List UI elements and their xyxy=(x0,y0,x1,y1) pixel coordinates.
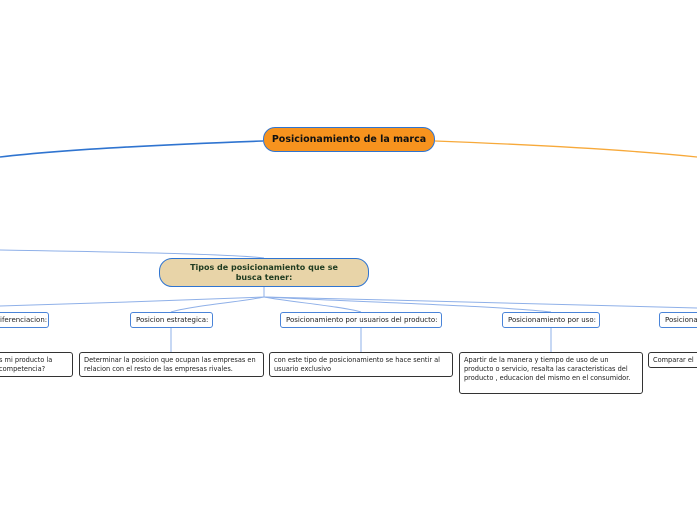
subtopic-posicion-estrategica[interactable]: Posicion estrategica: xyxy=(130,312,213,328)
leaf-posicion-estrategica[interactable]: Determinar la posicion que ocupan las em… xyxy=(79,352,264,377)
leaf-posicionamiento-competencia[interactable]: Comparar el xyxy=(648,352,697,368)
subtopic-label: Posicionamiento por usuarios del product… xyxy=(286,316,438,324)
leaf-text: Apartir de la manera y tiempo de uso de … xyxy=(464,356,631,382)
link-main-sub-1 xyxy=(170,296,265,313)
leaf-text: s mi producto la competencia? xyxy=(0,356,53,373)
subtopic-posicionamiento-competencia[interactable]: Posiciona xyxy=(659,312,697,328)
subtopic-label: iferenciacion: xyxy=(0,316,48,324)
leaf-text: Comparar el xyxy=(653,356,694,364)
subtopic-diferenciacion[interactable]: iferenciacion: xyxy=(0,312,49,328)
subtopic-label: Posicion estrategica: xyxy=(136,316,209,324)
main-topic[interactable]: Tipos de posicionamiento que se busca te… xyxy=(159,258,369,287)
link-parent-main-topic xyxy=(0,249,265,259)
link-root-left xyxy=(0,140,264,158)
leaf-diferenciacion[interactable]: s mi producto la competencia? xyxy=(0,352,73,377)
link-main-sub-0 xyxy=(0,287,265,307)
link-main-sub-4 xyxy=(263,296,697,309)
subtopic-posicionamiento-uso[interactable]: Posicionamiento por uso: xyxy=(502,312,600,328)
link-root-right xyxy=(434,140,697,158)
link-main-sub-3 xyxy=(263,296,552,313)
leaf-posicionamiento-usuarios[interactable]: con este tipo de posicionamiento se hace… xyxy=(269,352,453,377)
root-topic[interactable]: Posicionamiento de la marca xyxy=(263,127,435,152)
link-main-sub-2 xyxy=(263,296,362,313)
leaf-text: Determinar la posicion que ocupan las em… xyxy=(84,356,256,373)
subtopic-posicionamiento-usuarios[interactable]: Posicionamiento por usuarios del product… xyxy=(280,312,442,328)
leaf-posicionamiento-uso[interactable]: Apartir de la manera y tiempo de uso de … xyxy=(459,352,643,394)
root-topic-label: Posicionamiento de la marca xyxy=(271,134,427,145)
leaf-text: con este tipo de posicionamiento se hace… xyxy=(274,356,440,373)
subtopic-label: Posiciona xyxy=(665,316,697,324)
subtopic-label: Posicionamiento por uso: xyxy=(508,316,596,324)
main-topic-label: Tipos de posicionamiento que se busca te… xyxy=(190,262,338,282)
